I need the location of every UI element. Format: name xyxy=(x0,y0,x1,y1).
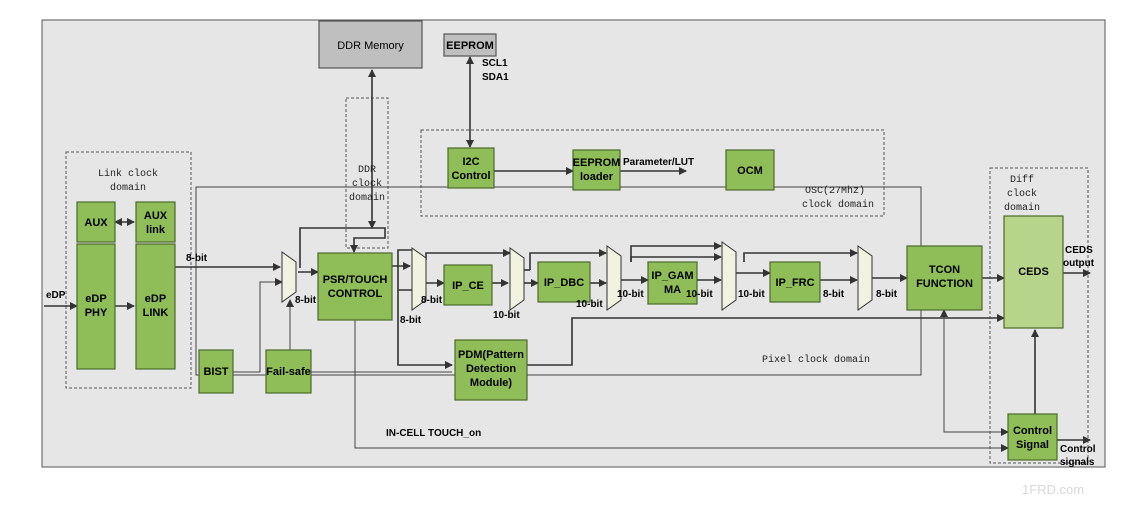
svg-text:Signal: Signal xyxy=(1016,439,1049,451)
mux-6 xyxy=(857,245,873,311)
aux-link-block: AUX link xyxy=(135,201,176,243)
svg-text:EEPROM: EEPROM xyxy=(573,157,621,169)
bit-label: 8-bit xyxy=(295,295,317,306)
eeprom-block: EEPROM xyxy=(443,33,497,57)
svg-text:Control: Control xyxy=(451,170,490,182)
ceds-block: CEDS xyxy=(1003,215,1064,329)
bit-label: 8-bit xyxy=(823,289,845,300)
pdm-block: PDM(Pattern Detection Module) xyxy=(454,339,528,401)
mux-3 xyxy=(509,247,525,311)
svg-text:PDM(Pattern: PDM(Pattern xyxy=(458,349,524,361)
parameter-lut-label: Parameter/LUT xyxy=(623,157,694,168)
ddr-clock-domain-region xyxy=(345,97,389,249)
osc-clock-domain-label: OSC(27Mhz) xyxy=(805,185,865,197)
svg-text:PHY: PHY xyxy=(85,307,108,319)
control-signal-block: Control Signal xyxy=(1007,413,1058,461)
control-signals-label: Control xyxy=(1060,444,1096,455)
eeprom-loader-block: EEPROM loader xyxy=(572,149,621,191)
svg-text:PSR/TOUCH: PSR/TOUCH xyxy=(323,274,388,286)
ddr-clock-domain-label-2: clock xyxy=(352,178,382,190)
svg-text:link: link xyxy=(146,224,166,236)
link-clock-domain-region xyxy=(65,151,192,389)
diff-clock-domain-label-2: clock xyxy=(1007,188,1037,200)
bit-label: 8-bit xyxy=(400,315,422,326)
fail-safe-block: Fail-safe xyxy=(265,349,312,394)
connections xyxy=(44,56,1091,452)
pixel-clock-domain-label: Pixel clock domain xyxy=(762,354,870,366)
svg-text:Module): Module) xyxy=(470,377,512,389)
svg-text:eDP: eDP xyxy=(85,293,106,305)
bit-label: 8-bit xyxy=(876,289,898,300)
svg-text:IP_GAM: IP_GAM xyxy=(651,270,693,282)
edp-phy-block: eDP PHY xyxy=(76,243,116,370)
svg-text:FUNCTION: FUNCTION xyxy=(916,278,973,290)
edp-link-block: eDP LINK xyxy=(135,243,176,370)
svg-text:AUX: AUX xyxy=(144,210,168,222)
diff-clock-domain-label: Diff xyxy=(1010,174,1034,186)
svg-text:eDP: eDP xyxy=(145,293,166,305)
diagram-panel xyxy=(41,19,1106,468)
ddr-clock-domain-label: DDR xyxy=(358,165,376,176)
ip-frc-block: IP_FRC xyxy=(769,261,821,303)
multiplexers xyxy=(281,241,873,311)
svg-text:DDR Memory: DDR Memory xyxy=(337,40,404,52)
pixel-clock-domain-outline xyxy=(195,186,922,376)
mux-5 xyxy=(721,241,737,311)
svg-text:loader: loader xyxy=(580,171,614,183)
in-cell-touch-label: IN-CELL TOUCH_on xyxy=(386,428,481,439)
bit-label: 8-bit xyxy=(186,253,208,264)
scl-label: SCL1 xyxy=(482,58,508,69)
ocm-block: OCM xyxy=(725,149,775,191)
svg-text:AUX: AUX xyxy=(84,217,108,229)
i2c-control-block: I2C Control xyxy=(447,147,495,189)
svg-text:Control: Control xyxy=(1013,425,1052,437)
svg-text:IP_FRC: IP_FRC xyxy=(775,277,814,289)
svg-text:IP_DBC: IP_DBC xyxy=(544,277,584,289)
psr-touch-control-block: PSR/TOUCH CONTROL xyxy=(317,252,393,321)
link-clock-domain-label-2: domain xyxy=(110,182,146,194)
svg-text:Detection: Detection xyxy=(466,363,516,375)
ddr-clock-domain-label-3: domain xyxy=(349,192,385,204)
svg-text:LINK: LINK xyxy=(143,307,169,319)
bit-label: 10-bit xyxy=(493,310,520,321)
diff-clock-domain-label-3: domain xyxy=(1004,202,1040,214)
svg-text:MA: MA xyxy=(664,284,681,296)
ddr-memory-block: DDR Memory xyxy=(318,20,423,69)
sda-label: SDA1 xyxy=(482,72,509,83)
aux-block: AUX xyxy=(76,201,116,243)
osc-clock-domain-region xyxy=(420,129,885,217)
ip-dbc-block: IP_DBC xyxy=(537,261,591,303)
ip-gamma-block: IP_GAM MA xyxy=(647,261,698,305)
bist-block: BIST xyxy=(198,349,234,394)
control-signals-label-2: signals xyxy=(1060,457,1095,468)
ceds-output-label-2: output xyxy=(1063,258,1095,269)
svg-text:CONTROL: CONTROL xyxy=(328,288,383,300)
svg-text:I2C: I2C xyxy=(462,156,479,168)
link-clock-domain-label: Link clock xyxy=(98,168,158,180)
bit-label: 10-bit xyxy=(738,289,765,300)
svg-text:Fail-safe: Fail-safe xyxy=(266,366,311,378)
tcon-function-block: TCON FUNCTION xyxy=(906,245,983,311)
bit-label: 10-bit xyxy=(617,289,644,300)
bit-label: 10-bit xyxy=(686,289,713,300)
svg-text:BIST: BIST xyxy=(203,366,228,378)
osc-clock-domain-label-2: clock domain xyxy=(802,199,874,211)
svg-text:IP_CE: IP_CE xyxy=(452,280,484,292)
svg-text:CEDS: CEDS xyxy=(1018,266,1049,278)
svg-text:TCON: TCON xyxy=(929,264,960,276)
bit-label: 8-bit xyxy=(421,295,443,306)
ip-ce-block: IP_CE xyxy=(443,264,493,306)
diff-clock-domain-region xyxy=(989,167,1089,464)
edp-input-label: eDP xyxy=(46,290,66,301)
mux-1 xyxy=(281,251,297,303)
bit-label: 10-bit xyxy=(576,299,603,310)
mux-4 xyxy=(606,245,622,311)
svg-text:OCM: OCM xyxy=(737,165,763,177)
svg-text:EEPROM: EEPROM xyxy=(446,40,494,52)
ceds-output-label: CEDS xyxy=(1065,245,1093,256)
watermark: 1FRD.com xyxy=(1022,482,1084,497)
mux-2 xyxy=(411,247,427,311)
